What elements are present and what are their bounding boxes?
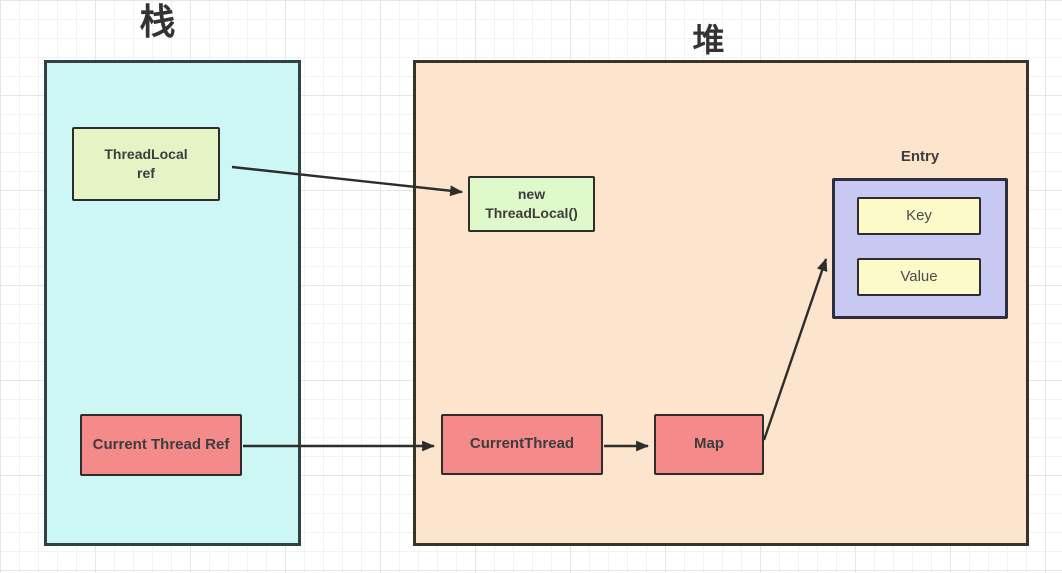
currentthread-node: CurrentThread [441,414,603,475]
entry-label: Entry [900,148,940,165]
map-node: Map [654,414,764,475]
stack-region-title: 栈 [139,1,177,42]
current-thread-ref-node: Current Thread Ref [80,414,242,476]
heap-region-title: 堆 [692,22,726,58]
entry-node: Key Value [832,178,1008,319]
threadlocal-ref-node: ThreadLocal ref [72,127,220,201]
new-threadlocal-node: new ThreadLocal() [468,176,595,232]
entry-key-node: Key [857,197,981,235]
entry-value-node: Value [857,258,981,296]
